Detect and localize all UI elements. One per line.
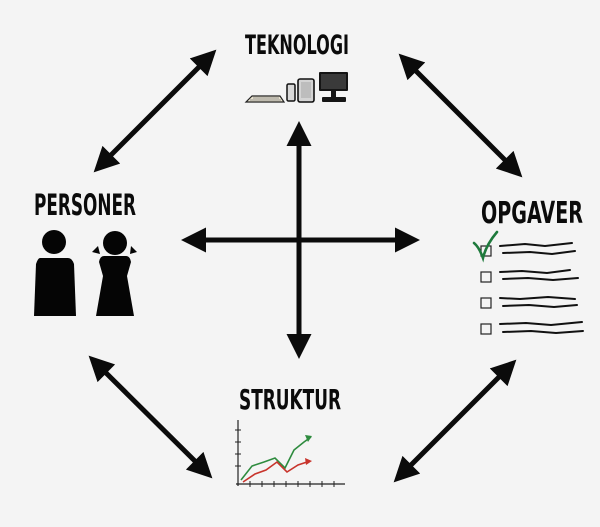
woman-figure — [92, 231, 137, 316]
people-icon — [34, 230, 137, 316]
devices-icon — [244, 72, 348, 103]
man-figure — [34, 230, 76, 316]
arrow-opgaver-struktur — [393, 359, 517, 483]
arrow-personer-struktur — [88, 355, 213, 479]
label-teknologi: TEKNOLOGI — [245, 30, 349, 61]
checklist-icon — [472, 230, 584, 335]
label-personer: PERSONER — [34, 188, 136, 222]
line-chart-icon — [235, 420, 345, 487]
arrow-teknologi-personer — [93, 49, 217, 173]
check-mark-icon — [472, 230, 499, 263]
label-struktur: STRUKTUR — [239, 383, 341, 416]
label-opgaver: OPGAVER — [481, 196, 583, 231]
chart-line-green — [240, 436, 312, 481]
arrow-teknologi-opgaver — [398, 53, 523, 178]
chart-line-red — [242, 460, 311, 483]
